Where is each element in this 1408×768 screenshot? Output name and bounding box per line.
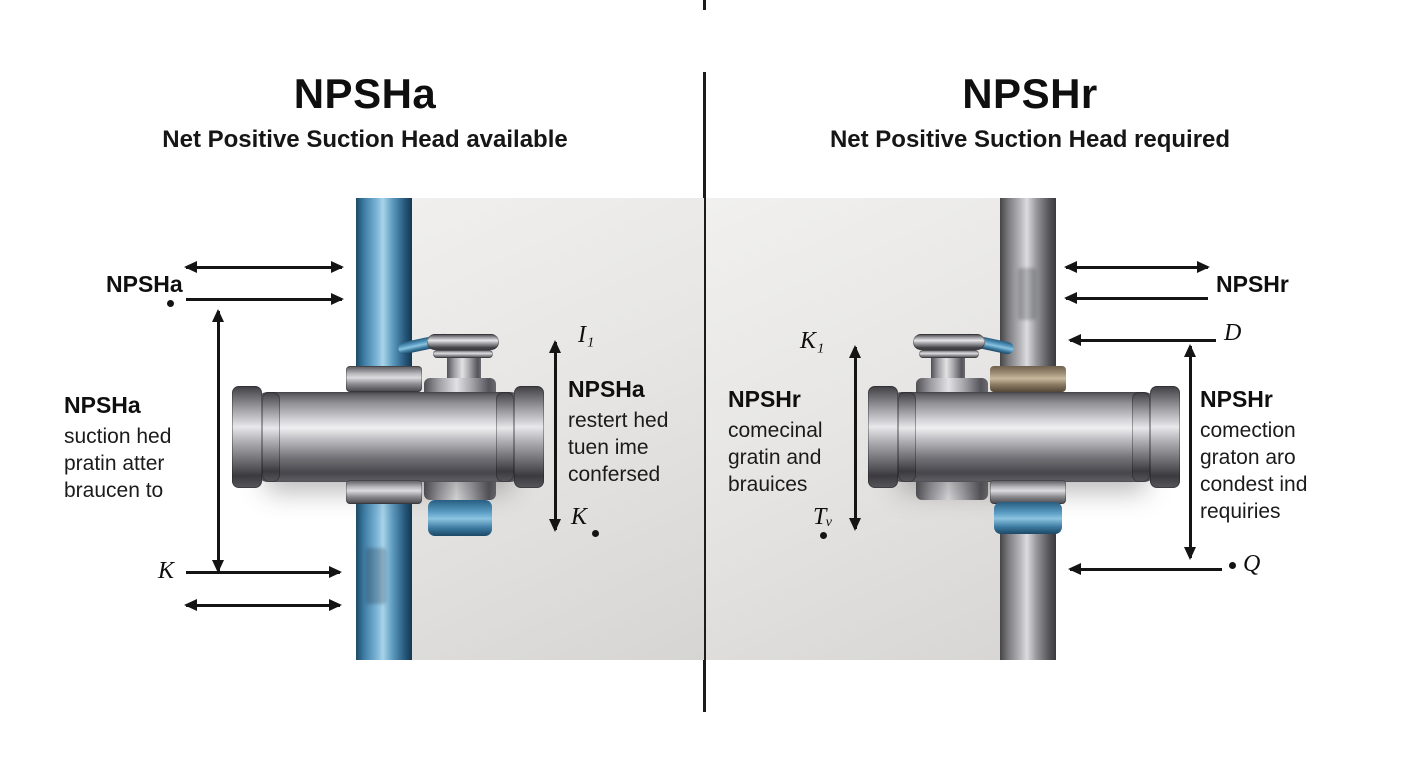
right-inner-text-heading: NPSHr	[728, 386, 801, 412]
right-top-label: NPSHr	[1216, 271, 1289, 297]
left-top-dot	[167, 300, 174, 307]
pump-left-flange-ring-left	[262, 392, 280, 482]
left-label-k-bottom: K	[158, 558, 175, 584]
right-inner-text-line: comecinal	[728, 419, 823, 442]
right-inner-text-line: gratin and	[728, 446, 822, 469]
pump-right-flange-ring-right	[1132, 392, 1150, 482]
right-inner-text-line: brauices	[728, 473, 808, 496]
pump-right-end-flange-right	[1150, 386, 1180, 488]
arrow-npshr-top-upper	[1064, 262, 1210, 272]
right-label-d: D	[1224, 320, 1242, 346]
arrow-bottom-width	[184, 600, 342, 610]
right-subtitle: Net Positive Suction Head required	[829, 126, 1231, 153]
left-title: NPSHa	[293, 70, 437, 117]
arrow-right-inner-dim	[850, 345, 860, 531]
arrow-npshr-top-lower	[1064, 293, 1208, 303]
right-label-k1: K₁	[800, 328, 825, 354]
left-inner-textblock: NPSHa restert hed tuen ime confersed	[568, 376, 698, 488]
right-outer-text-heading: NPSHr	[1200, 386, 1273, 412]
right-pipe-marking	[1018, 268, 1036, 320]
pump-left-flange-ring-right	[496, 392, 514, 482]
left-inner-text-heading: NPSHa	[568, 376, 645, 402]
pump-left-stub-flange	[427, 334, 499, 350]
pump-left-blue-collar	[428, 500, 492, 536]
left-outer-text-heading: NPSHa	[64, 392, 141, 418]
left-label-i1: I₁	[578, 322, 595, 348]
right-label-tv: Tᵥ	[813, 504, 834, 530]
right-outer-text-line: requiries	[1200, 500, 1281, 523]
arrow-npsha-top-upper	[184, 262, 344, 272]
arrow-d-pointer	[1068, 335, 1216, 345]
right-label-q: Q	[1243, 551, 1261, 577]
left-top-label: NPSHa	[106, 271, 183, 297]
left-pipe-marking	[366, 548, 386, 604]
arrow-npsha-height-dim	[213, 309, 223, 573]
left-outer-textblock: NPSHa suction hed pratin atter braucen t…	[64, 392, 224, 504]
left-inner-text-line: tuen ime	[568, 436, 649, 459]
pump-right-main-body	[890, 392, 1156, 482]
right-outer-text-line: comection	[1200, 419, 1296, 442]
right-outer-text-line: condest ind	[1200, 473, 1308, 496]
divider-top-tick	[703, 0, 706, 10]
pump-left-pipe-flange-bottom	[346, 480, 422, 504]
center-divider-line	[703, 72, 706, 712]
right-inner-textblock: NPSHr comecinal gratin and brauices	[728, 386, 858, 498]
right-tv-dot	[820, 532, 827, 539]
pump-left-end-flange-right	[514, 386, 544, 488]
arrow-left-inner-dim	[550, 340, 560, 532]
left-outer-text-line: braucen to	[64, 479, 164, 502]
left-k-inner-dot	[592, 530, 599, 537]
arrow-right-outer-dim	[1185, 344, 1195, 560]
right-outer-text-line: graton aro	[1200, 446, 1296, 469]
right-title: NPSHr	[962, 70, 1098, 117]
pump-left-pipe-flange-top	[346, 366, 422, 392]
arrow-npsha-top-lower	[186, 294, 344, 304]
right-outer-textblock: NPSHr comection graton aro condest ind r…	[1200, 386, 1350, 525]
pump-right-pipe-flange-top	[990, 366, 1066, 392]
left-label-k-inner: K	[571, 504, 588, 530]
pump-right-blue-collar	[994, 502, 1062, 534]
left-inner-text-line: confersed	[568, 463, 661, 486]
left-subtitle: Net Positive Suction Head available	[162, 126, 568, 153]
pump-right-end-flange-left	[868, 386, 898, 488]
pump-right-stub-flange	[913, 334, 985, 350]
pump-left-main-body	[256, 392, 522, 482]
left-outer-text-line: suction hed	[64, 425, 172, 448]
pump-left-end-flange-left	[232, 386, 262, 488]
arrow-q-pointer	[1068, 564, 1222, 574]
pump-right-pipe-flange-bottom	[990, 480, 1066, 504]
pump-left-stub-flange-ring	[433, 350, 493, 358]
arrow-k-bottom	[186, 567, 342, 577]
right-q-dot	[1229, 562, 1236, 569]
pump-right-stub-flange-ring	[919, 350, 979, 358]
pump-right-flange-ring-left	[898, 392, 916, 482]
left-inner-text-line: restert hed	[568, 409, 669, 432]
left-outer-text-line: pratin atter	[64, 452, 165, 475]
